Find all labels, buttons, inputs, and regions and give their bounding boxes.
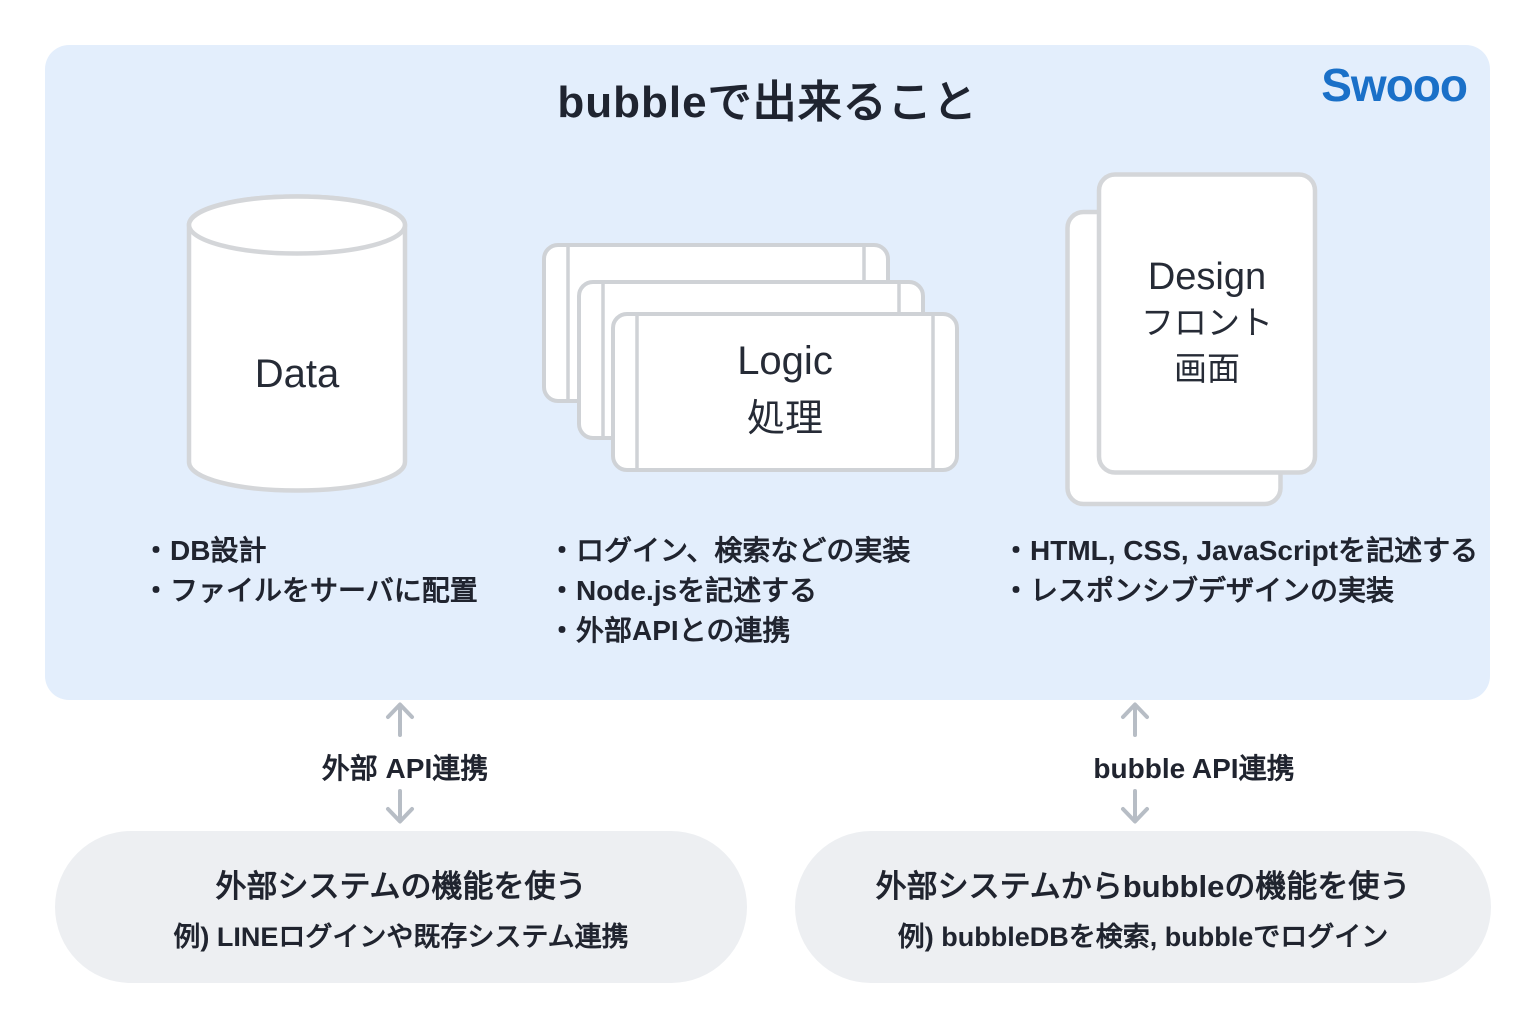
bullet-item: ・外部APIとの連携 bbox=[548, 615, 791, 646]
page-title: bubbleで出来ること bbox=[557, 78, 978, 127]
box-example: 例) bubbleDBを検索, bubbleでログイン bbox=[897, 921, 1389, 952]
box-title: 外部システムからbubbleの機能を使う bbox=[875, 868, 1411, 904]
design-shape-label: Design フロント 画面 bbox=[1099, 254, 1315, 392]
swooo-logo: Swooo bbox=[1321, 59, 1468, 111]
bullet-item: ・レスポンシブデザインの実装 bbox=[1002, 575, 1395, 606]
arrow-up-icon bbox=[1121, 702, 1149, 737]
design-bullet-list: ・HTML, CSS, JavaScriptを記述する ・レスポンシブデザインの… bbox=[1002, 531, 1478, 611]
bubble-api-label: bubble API連携 bbox=[1093, 753, 1295, 784]
box-example: 例) LINEログインや既存システム連携 bbox=[173, 921, 629, 952]
arrow-down-icon bbox=[386, 789, 414, 824]
stacked-pages-icon bbox=[1065, 172, 1318, 507]
logic-shape-label: Logic 処理 bbox=[613, 332, 957, 448]
data-label-line: Data bbox=[254, 352, 340, 396]
bullet-item: ・Node.jsを記述する bbox=[548, 575, 818, 606]
stacked-cards-icon bbox=[542, 243, 959, 472]
bubble-from-external-box: 外部システムからbubbleの機能を使う 例) bubbleDBを検索, bub… bbox=[795, 831, 1491, 983]
bullet-item: ・ログイン、検索などの実装 bbox=[548, 535, 911, 566]
logic-label-line: 処理 bbox=[746, 398, 823, 440]
bullet-item: ・DB設計 bbox=[142, 535, 267, 566]
external-api-label: 外部 API連携 bbox=[321, 753, 489, 784]
external-system-box: 外部システムの機能を使う 例) LINEログインや既存システム連携 bbox=[55, 831, 747, 983]
arrow-up-icon bbox=[386, 702, 414, 737]
bullet-item: ・ファイルをサーバに配置 bbox=[142, 575, 478, 606]
data-bullet-list: ・DB設計 ・ファイルをサーバに配置 bbox=[142, 531, 478, 611]
data-shape-label: Data bbox=[186, 352, 408, 397]
logic-label-line: Logic bbox=[737, 339, 833, 383]
design-label-line: 画面 bbox=[1174, 350, 1240, 387]
box-title: 外部システムの機能を使う bbox=[215, 868, 587, 904]
logic-bullet-list: ・ログイン、検索などの実装 ・Node.jsを記述する ・外部APIとの連携 bbox=[548, 531, 910, 651]
design-label-line: フロント bbox=[1141, 304, 1273, 341]
arrow-down-icon bbox=[1121, 789, 1149, 824]
design-label-line: Design bbox=[1147, 256, 1267, 298]
bullet-item: ・HTML, CSS, JavaScriptを記述する bbox=[1002, 535, 1479, 566]
database-icon bbox=[186, 194, 408, 493]
